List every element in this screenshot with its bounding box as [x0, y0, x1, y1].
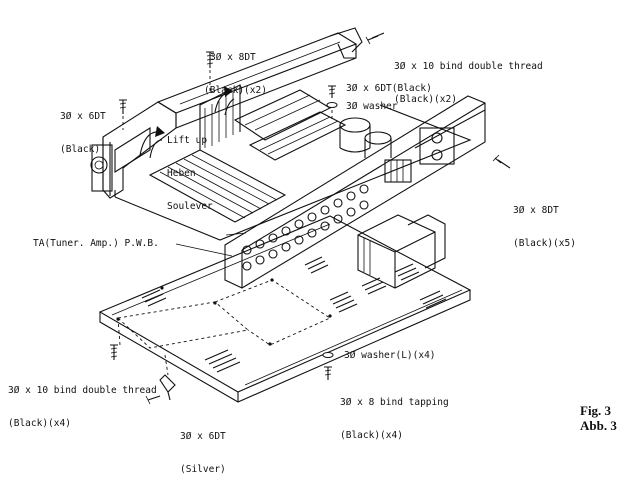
- label-washer: 3Ø washer: [346, 101, 398, 112]
- label-screw-6dt-left: 3Ø x 6DT (Black): [60, 89, 106, 166]
- screw-bind-top: [365, 32, 385, 45]
- label-screw-silver: 3Ø x 6DT (Silver): [180, 409, 226, 486]
- label-line: (Silver): [180, 464, 226, 475]
- label-bind-top: 3Ø x 10 bind double thread (Black)(x2): [394, 39, 543, 116]
- screw-silver: [145, 374, 176, 405]
- label-line: (Black)(x2): [394, 94, 457, 105]
- inner-heatsink: [233, 89, 347, 161]
- screw-bind-bottom: [110, 344, 118, 360]
- label-line: (Black)(x4): [340, 430, 403, 441]
- label-line: 3Ø x 10 bind double thread: [8, 385, 157, 396]
- label-washer-l: 3Ø washer(L)(x4): [344, 350, 436, 361]
- lift-up-arrow-right: [214, 86, 235, 116]
- washer-top: [326, 102, 338, 122]
- figure-caption: Fig. 3 Abb. 3: [580, 403, 617, 433]
- label-line: Heben: [167, 168, 196, 179]
- bottom-chassis: [98, 215, 472, 403]
- label-line: (Black)(x4): [8, 418, 71, 429]
- washer-l: [322, 352, 334, 358]
- screw-6dt-left: [119, 99, 127, 130]
- screw-8dt-top: [206, 51, 214, 92]
- label-pwb: TA(Tuner. Amp.) P.W.B.: [33, 238, 159, 249]
- label-line: (Black)(x5): [513, 238, 576, 249]
- leader-lines: [175, 232, 247, 257]
- label-line: Soulever: [167, 201, 213, 212]
- left-front-panel: [90, 101, 177, 199]
- label-screw-8dt-top: 3Ø x 8DT (Black)(x2): [204, 30, 267, 107]
- label-screw-6dt-black: 3Ø x 6DT(Black): [346, 83, 432, 94]
- lift-up-arrow-left: [139, 126, 165, 159]
- figure-label-de: Abb. 3: [580, 418, 617, 433]
- screw-bind-tapping: [324, 366, 332, 380]
- label-line: 3Ø x 10 bind double thread: [394, 61, 543, 72]
- label-line: (Black): [60, 144, 101, 155]
- label-line: (Black)(x2): [204, 85, 267, 96]
- screw-holes: [116, 278, 332, 346]
- label-line: Lift up: [167, 135, 208, 146]
- exploded-assembly-drawing: [90, 27, 511, 405]
- dashed-outline: [117, 279, 331, 376]
- screw-8dt-right: [492, 154, 511, 169]
- speaker-terminal-block: [384, 127, 455, 183]
- figure-label-en: Fig. 3: [580, 403, 612, 418]
- label-line: 3Ø x 8DT: [513, 205, 559, 216]
- label-bind-bottom: 3Ø x 10 bind double thread (Black)(x4): [8, 363, 157, 440]
- label-line: 3Ø x 6DT: [180, 431, 226, 442]
- label-screw-8dt-right: 3Ø x 8DT (Black)(x5): [513, 183, 576, 260]
- vent-slots: [141, 256, 447, 373]
- label-line: 3Ø x 8DT: [210, 52, 256, 63]
- label-lift-up: Lift up Heben Soulever: [167, 113, 213, 223]
- label-line: 3Ø x 8 bind tapping: [340, 397, 449, 408]
- label-bind-tapping: 3Ø x 8 bind tapping (Black)(x4): [340, 375, 449, 452]
- screw-6dt-black: [328, 85, 336, 98]
- transformer: [357, 214, 446, 289]
- capacitors: [339, 117, 392, 158]
- terminal-jacks: [242, 184, 369, 271]
- label-line: 3Ø x 6DT: [60, 111, 106, 122]
